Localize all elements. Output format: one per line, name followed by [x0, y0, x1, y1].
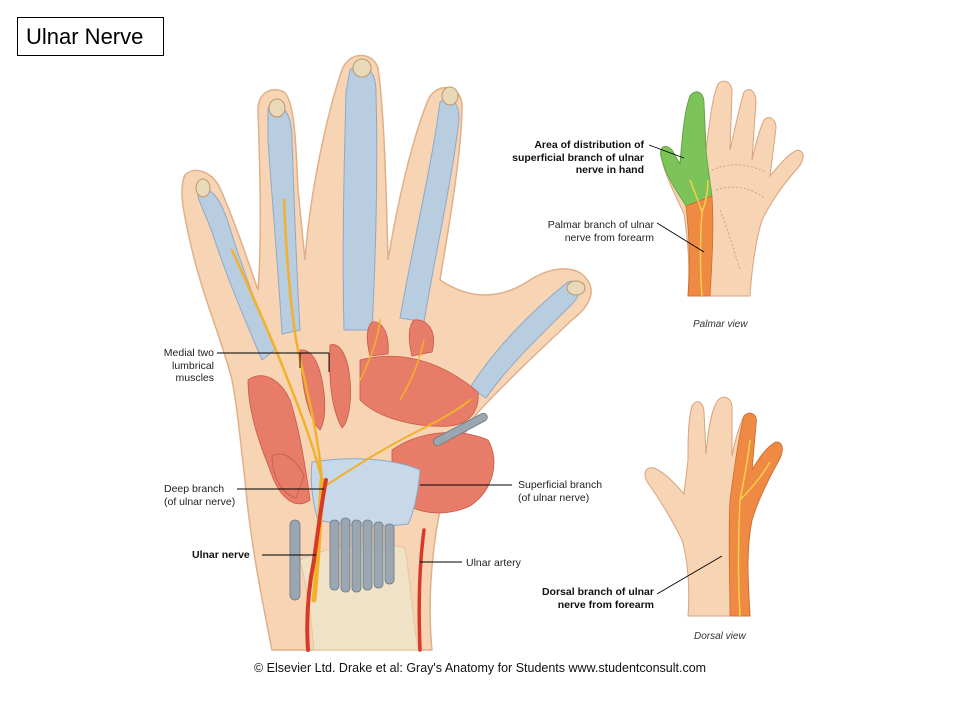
leader-area-distribution [648, 144, 685, 159]
label-ulnar-artery: Ulnar artery [466, 557, 521, 569]
sheath-middle-finger [342, 65, 378, 331]
dorsal-hand-skin [644, 396, 783, 617]
palmar-creases [711, 164, 767, 271]
ulnar-nerve-branches [230, 198, 471, 603]
label-superficial-branch: Superficial branch (of ulnar nerve) [518, 479, 603, 504]
hand-muscles [247, 319, 495, 514]
dorsal-view-caption: Dorsal view [694, 631, 746, 642]
ulnar-artery [305, 478, 426, 652]
dorsal-view-hand [644, 396, 783, 617]
flexor-retinaculum [310, 458, 421, 527]
interossei [366, 321, 389, 357]
medial-lumbrical-2 [329, 344, 351, 429]
label-ulnar-nerve: Ulnar nerve [192, 549, 250, 561]
label-dorsal-branch: Dorsal branch of ulnar nerve from forear… [541, 586, 654, 611]
flexor-tendons [289, 412, 488, 601]
superficial-branch-distribution-zone [660, 91, 713, 207]
leader-dorsal-branch [656, 555, 723, 595]
leader-palmar-branch [656, 222, 705, 253]
slide-title: Ulnar Nerve [17, 17, 164, 56]
sheath-little-finger [197, 188, 276, 361]
deep-branch-nerve [321, 399, 471, 489]
medial-lumbrical-1 [299, 349, 326, 431]
leader-lines [217, 144, 723, 595]
distal-phalanges [195, 58, 586, 296]
ulnar-nerve-trunk [311, 477, 325, 603]
palmar-view-hand [660, 80, 804, 297]
label-medial-lumbricals: Medial two lumbrical muscles [163, 347, 214, 384]
palmar-branch-zone [685, 195, 714, 297]
adductor-pollicis [359, 355, 479, 427]
label-area-distribution: Area of distribution of superficial bran… [512, 139, 644, 176]
palmar-nerve-line [689, 179, 709, 297]
label-palmar-branch: Palmar branch of ulnar nerve from forear… [547, 219, 654, 244]
tendon-sheaths [197, 65, 580, 399]
main-hand-illustration [181, 54, 592, 652]
sheath-index-finger [399, 98, 460, 323]
label-deep-branch: Deep branch (of ulnar nerve) [164, 483, 236, 508]
dorsal-nerve-line [737, 439, 771, 617]
palmar-view-caption: Palmar view [693, 319, 748, 330]
copyright-credit: © Elsevier Ltd. Drake et al: Gray's Anat… [254, 661, 707, 675]
